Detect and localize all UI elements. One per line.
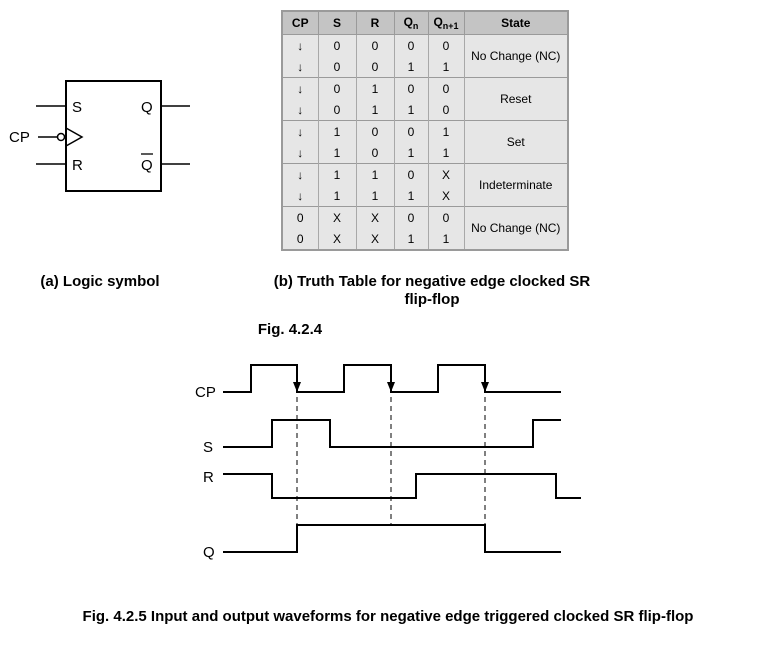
header-cp: CP	[281, 10, 319, 35]
falling-edge-arrow-icon	[481, 382, 489, 392]
cell-cp: 0	[281, 206, 319, 228]
cell-qn1: 0	[427, 206, 465, 228]
cell-qn: 1	[393, 99, 429, 121]
cell-state: Indeterminate	[463, 163, 569, 207]
header-qn: Qn	[393, 10, 429, 35]
cell-cp: ↓	[281, 34, 319, 56]
figure-424-label: Fig. 4.2.4	[257, 321, 323, 338]
cell-qn: 0	[393, 34, 429, 56]
cell-cp: ↓	[281, 56, 319, 78]
cell-r: 1	[355, 77, 395, 99]
cp-label: CP	[9, 129, 30, 146]
clock-triangle-icon	[65, 127, 84, 147]
cell-state: No Change (NC)	[463, 34, 569, 78]
q-label: Q	[141, 99, 153, 116]
cell-s: 0	[317, 34, 357, 56]
table-row: ↓ 1 1 1 X	[281, 185, 568, 207]
cp-wave-label: CP	[195, 384, 216, 401]
s-waveform	[223, 419, 561, 448]
cell-cp: ↓	[281, 163, 319, 185]
cell-s: 0	[317, 99, 357, 121]
figure-425-caption: Fig. 4.2.5 Input and output waveforms fo…	[82, 608, 694, 625]
table-row: 0 X X 0 0 No Change (NC)	[281, 206, 569, 250]
table-row: ↓ 1 0 1 1	[281, 142, 568, 164]
cell-state: Set	[463, 120, 569, 164]
cell-qn: 0	[393, 120, 429, 142]
cell-qn1: 0	[427, 77, 465, 99]
cell-qn1: 0	[427, 99, 465, 121]
cell-state: Reset	[463, 77, 569, 121]
cell-state: No Change (NC)	[463, 206, 569, 250]
r-waveform	[223, 473, 581, 499]
cell-cp: ↓	[281, 185, 319, 207]
truth-table-caption: (b) Truth Table for negative edge clocke…	[273, 273, 591, 308]
header-s: S	[317, 10, 357, 35]
header-qn1: Qn+1	[427, 10, 465, 35]
cell-qn1: X	[427, 185, 465, 207]
cell-cp: ↓	[281, 99, 319, 121]
cell-r: 1	[355, 99, 395, 121]
timing-diagram: CP S R Q	[195, 364, 581, 561]
r-wave-label: R	[203, 469, 214, 486]
cell-cp: ↓	[281, 142, 319, 164]
logic-symbol: S R CP Q Q	[9, 80, 190, 192]
qbar-label: Q	[141, 157, 153, 174]
table-row: ↓ 0 0 1 1	[281, 56, 568, 78]
cell-s: 1	[317, 120, 357, 142]
cell-s: 1	[317, 163, 357, 185]
cell-qn: 0	[393, 206, 429, 228]
cell-qn: 1	[393, 56, 429, 78]
cell-r: 0	[355, 34, 395, 56]
cell-r: 1	[355, 185, 395, 207]
cp-waveform	[223, 364, 561, 393]
q-wave-label: Q	[203, 544, 215, 561]
cell-qn1: 0	[427, 34, 465, 56]
cell-s: 0	[317, 77, 357, 99]
falling-edge-arrow-icon	[387, 382, 395, 392]
cell-qn1: 1	[427, 56, 465, 78]
cell-r: 0	[355, 120, 395, 142]
cell-cp: 0	[281, 228, 319, 250]
clock-bubble-icon	[56, 132, 66, 142]
cell-qn1: 1	[427, 120, 465, 142]
table-row: ↓ 1 1 0 X Indeterminate	[281, 163, 569, 207]
cell-r: X	[355, 206, 395, 228]
r-label: R	[72, 157, 83, 174]
cell-s: X	[317, 206, 357, 228]
cell-qn1: 1	[427, 142, 465, 164]
header-state: State	[463, 10, 569, 35]
cell-cp: ↓	[281, 120, 319, 142]
table-row: 0 X X 1 1	[281, 228, 568, 250]
table-row: ↓ 0 1 0 0 Reset	[281, 77, 569, 121]
cell-qn: 1	[393, 142, 429, 164]
cell-s: X	[317, 228, 357, 250]
cell-r: X	[355, 228, 395, 250]
cell-qn: 0	[393, 163, 429, 185]
cell-r: 0	[355, 56, 395, 78]
s-wave-label: S	[203, 439, 213, 456]
cell-qn1: 1	[427, 228, 465, 250]
q-waveform	[223, 524, 561, 553]
table-header-row: CP S R Qn Qn+1 State	[281, 10, 569, 35]
flip-flop-body	[65, 80, 162, 192]
cell-qn: 0	[393, 77, 429, 99]
cell-qn: 1	[393, 185, 429, 207]
header-r: R	[355, 10, 395, 35]
cell-r: 0	[355, 142, 395, 164]
table-row: ↓ 1 0 0 1 Set	[281, 120, 569, 164]
cell-r: 1	[355, 163, 395, 185]
s-label: S	[72, 99, 82, 116]
cell-qn: 1	[393, 228, 429, 250]
falling-edge-arrow-icon	[293, 382, 301, 392]
table-row: ↓ 0 1 1 0	[281, 99, 568, 121]
cell-s: 1	[317, 142, 357, 164]
logic-symbol-caption: (a) Logic symbol	[40, 273, 160, 290]
cell-qn1: X	[427, 163, 465, 185]
cell-s: 1	[317, 185, 357, 207]
table-row: ↓ 0 0 0 0 No Change (NC)	[281, 34, 569, 78]
cell-s: 0	[317, 56, 357, 78]
truth-table: CP S R Qn Qn+1 State ↓ 0 0 0 0 No Change…	[281, 10, 569, 251]
cell-cp: ↓	[281, 77, 319, 99]
